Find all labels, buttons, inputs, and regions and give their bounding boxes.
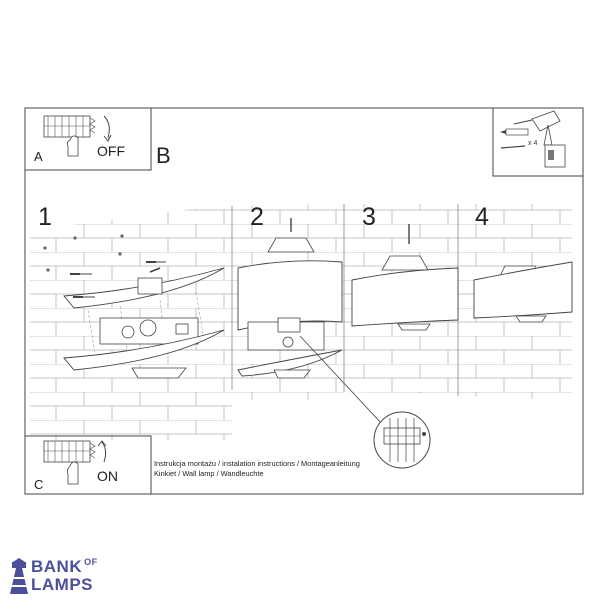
hand-icon (66, 135, 79, 157)
panel-c-letter: C (34, 477, 44, 492)
terminal-block-icon (43, 115, 96, 138)
rotate-arrow-icon (101, 441, 107, 463)
logo-mark-icon (10, 558, 28, 594)
step-number-3: 3 (362, 203, 376, 231)
step-number-2: 2 (250, 203, 264, 231)
screw-icon (70, 261, 166, 298)
panel-a (24, 107, 152, 171)
switch-on-label: ON (97, 468, 118, 484)
tool-quantity: x 4 (528, 140, 538, 147)
logo-word-of: OF (84, 557, 98, 567)
step-number-4: 4 (475, 203, 489, 231)
tools-box (492, 107, 584, 177)
terminal-block-icon (43, 440, 96, 463)
logo-word-lamps: LAMPS (31, 575, 93, 594)
drill-icon (513, 110, 566, 168)
step-2-illustration (237, 218, 383, 425)
rotate-arrow-icon (103, 115, 110, 139)
caption-product: Kinkiet / Wall lamp / Wandleuchte (154, 469, 264, 478)
step-number-1: 1 (38, 203, 52, 231)
caption-instructions: Instrukcja montażu / instalation instruc… (154, 459, 360, 468)
outer-frame (24, 107, 584, 495)
panel-b-letter: B (156, 143, 171, 168)
wall-plug-icon (500, 128, 529, 136)
logo-word-bank: BANK (31, 557, 83, 576)
hand-icon (66, 461, 79, 485)
switch-off-label: OFF (97, 143, 125, 159)
step-1-illustration (43, 234, 225, 379)
terminal-detail-zoom (373, 411, 431, 469)
panel-c (24, 435, 152, 495)
screw-icon (500, 145, 526, 149)
step-3-illustration (351, 224, 459, 331)
panel-a-letter: A (34, 149, 43, 164)
step-4-illustration (473, 261, 573, 323)
